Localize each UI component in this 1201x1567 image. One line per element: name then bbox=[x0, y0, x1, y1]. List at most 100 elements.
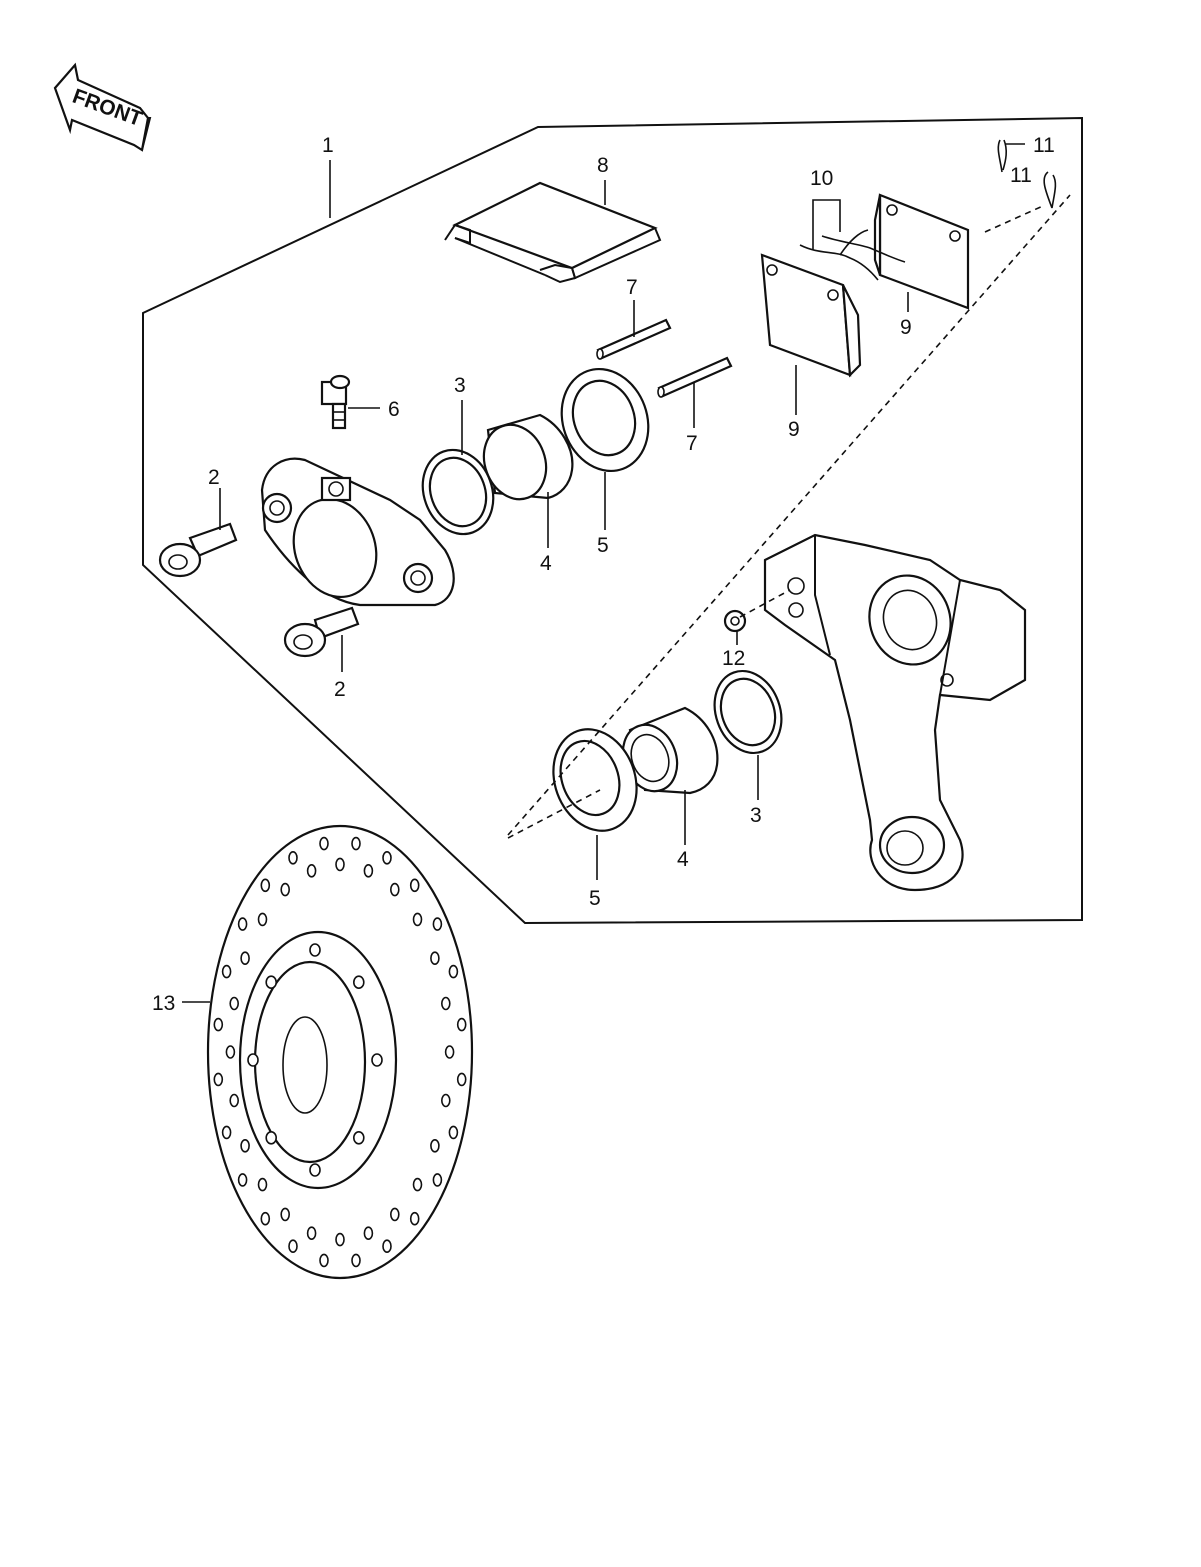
callout-13: 13 bbox=[152, 992, 175, 1015]
caliper-bracket-torque-arm bbox=[763, 533, 1027, 892]
caliper-assembly-boundary bbox=[142, 116, 1083, 925]
callout-5-lower: 5 bbox=[589, 887, 601, 910]
disc-hole bbox=[260, 1211, 271, 1226]
callout-11-lower: 11 bbox=[1010, 164, 1032, 187]
disc-hole bbox=[456, 1017, 467, 1032]
callout-4-upper: 4 bbox=[540, 552, 552, 575]
disc-hole bbox=[306, 863, 317, 878]
hub-hole bbox=[265, 975, 278, 990]
disc-hole bbox=[240, 1139, 250, 1153]
disc-hole bbox=[335, 857, 345, 872]
callout-8: 8 bbox=[597, 154, 609, 177]
disc-hole bbox=[280, 882, 291, 897]
callout-2-lower: 2 bbox=[334, 678, 346, 701]
disc-hole bbox=[229, 1093, 239, 1108]
disc-hole bbox=[430, 1139, 440, 1153]
disc-hole bbox=[288, 1239, 298, 1253]
caliper-body-left bbox=[260, 457, 455, 607]
hub-hole bbox=[309, 943, 321, 957]
disc-hole bbox=[319, 836, 329, 851]
disc-hole bbox=[412, 912, 423, 927]
disc-hole bbox=[319, 1253, 329, 1268]
callout-12: 12 bbox=[722, 647, 745, 670]
hub-hole bbox=[352, 1131, 365, 1145]
disc-hole bbox=[444, 1045, 455, 1059]
callout-11-upper: 11 bbox=[1033, 134, 1055, 157]
callout-9-front: 9 bbox=[788, 418, 800, 441]
disc-hole bbox=[280, 1207, 291, 1222]
callout-10: 10 bbox=[810, 167, 833, 190]
callout-4-lower: 4 bbox=[677, 848, 689, 871]
oring-lower bbox=[713, 669, 783, 755]
clip-upper bbox=[997, 139, 1008, 173]
piston-upper bbox=[482, 413, 574, 501]
disc-hole bbox=[306, 1226, 317, 1240]
leader-lines bbox=[182, 143, 1071, 1003]
disc-hole bbox=[363, 863, 374, 878]
dust-boot-upper bbox=[560, 367, 650, 473]
disc-hole bbox=[229, 996, 239, 1011]
disc-hole bbox=[260, 878, 271, 893]
disc-hole bbox=[389, 882, 400, 897]
disc-hole bbox=[257, 1177, 268, 1192]
callout-1: 1 bbox=[322, 134, 334, 157]
disc-hole bbox=[221, 1125, 232, 1140]
callout-9-rear: 9 bbox=[900, 316, 912, 339]
disc-hole bbox=[213, 1017, 224, 1032]
callout-5-upper: 5 bbox=[597, 534, 609, 557]
disc-hole bbox=[363, 1226, 374, 1240]
callout-3-upper: 3 bbox=[454, 374, 466, 397]
bleeder-valve bbox=[320, 374, 351, 430]
hub-hole bbox=[265, 1131, 278, 1145]
disc-hole bbox=[382, 1239, 392, 1253]
disc-hole bbox=[221, 964, 232, 979]
callout-7-upper: 7 bbox=[626, 276, 638, 299]
disc-hole bbox=[225, 1045, 236, 1059]
pad-spring bbox=[799, 229, 906, 281]
hub-hole bbox=[371, 1053, 383, 1067]
disc-hole bbox=[448, 964, 459, 979]
disc-hole bbox=[409, 1211, 420, 1226]
disc-hole bbox=[237, 1173, 248, 1187]
disc-hole bbox=[432, 1173, 443, 1187]
pin-upper bbox=[596, 318, 672, 360]
disc-hole bbox=[432, 917, 443, 931]
disc-hole bbox=[448, 1125, 459, 1140]
disc-hole bbox=[335, 1232, 345, 1247]
disc-hole bbox=[440, 1093, 451, 1108]
pin-lower bbox=[657, 356, 733, 398]
disc-hole bbox=[412, 1177, 423, 1192]
brake-pad-rear bbox=[873, 193, 970, 310]
caliper-bolt-lower bbox=[283, 606, 360, 658]
brake-disc bbox=[206, 824, 474, 1280]
callouts: 1 2 2 3 3 4 4 5 5 6 7 7 8 9 9 10 11 11 1… bbox=[152, 134, 1055, 1015]
hub-hole bbox=[352, 975, 365, 990]
disc-hole bbox=[288, 850, 298, 865]
disc-hole bbox=[440, 996, 451, 1011]
disc-hole bbox=[430, 951, 440, 966]
caliper-bolt-upper bbox=[158, 522, 238, 578]
disc-hole bbox=[213, 1072, 224, 1087]
callout-2-upper: 2 bbox=[208, 466, 220, 489]
disc-hole bbox=[351, 1253, 361, 1268]
callout-6: 6 bbox=[388, 398, 400, 421]
callout-7-lower: 7 bbox=[686, 432, 698, 455]
disc-hole bbox=[237, 917, 248, 931]
oring-upper bbox=[421, 448, 495, 536]
brake-pad-front bbox=[760, 253, 862, 378]
disc-hole bbox=[257, 912, 268, 927]
front-arrow-icon: FRONT bbox=[53, 62, 152, 152]
pad-cover-plate bbox=[444, 181, 662, 284]
disc-hole bbox=[240, 951, 250, 966]
disc-hole bbox=[382, 850, 392, 865]
piston-lower bbox=[621, 706, 719, 795]
clip-lower bbox=[1043, 171, 1057, 209]
hub-hole bbox=[247, 1053, 259, 1067]
disc-hole bbox=[351, 836, 361, 851]
callout-3-lower: 3 bbox=[750, 804, 762, 827]
disc-hole bbox=[409, 878, 420, 893]
disc-hole bbox=[456, 1072, 467, 1087]
washer bbox=[723, 609, 747, 633]
disc-hole bbox=[389, 1207, 400, 1222]
